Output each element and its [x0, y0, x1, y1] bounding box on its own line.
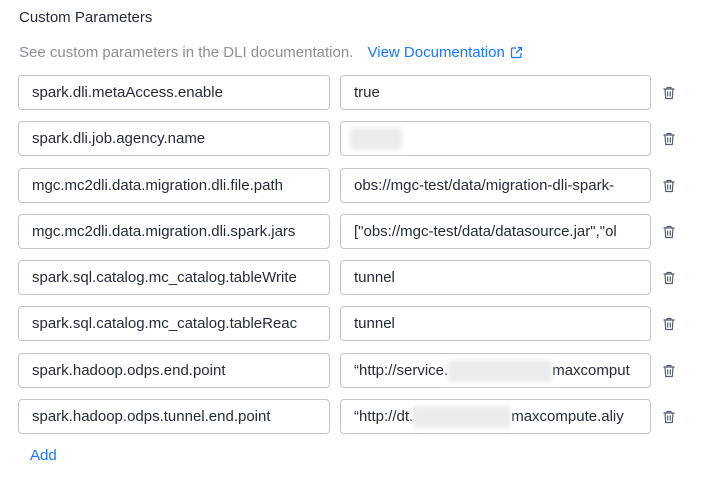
- section-title: Custom Parameters: [19, 9, 153, 26]
- parameter-value-input[interactable]: ["obs://mgc-test/data/datasource.jar","o…: [340, 213, 651, 249]
- trash-icon[interactable]: [661, 409, 677, 425]
- parameter-key-input[interactable]: mgc.mc2dli.data.migration.dli.spark.jars: [18, 213, 330, 249]
- parameter-key-input[interactable]: spark.sql.catalog.mc_catalog.tableReac: [18, 306, 330, 342]
- value-prefix: “http://dt.: [354, 408, 414, 426]
- trash-icon[interactable]: [661, 316, 677, 332]
- parameter-key-input[interactable]: mgc.mc2dli.data.migration.dli.file.path: [18, 167, 330, 203]
- external-link-icon: [510, 46, 523, 63]
- parameter-key-input[interactable]: spark.sql.catalog.mc_catalog.tableWrite: [18, 260, 330, 296]
- parameter-key-input[interactable]: spark.dli.metaAccess.enable: [18, 75, 330, 110]
- parameter-value-input[interactable]: tunnel: [340, 260, 651, 296]
- trash-icon[interactable]: [661, 363, 677, 379]
- trash-icon[interactable]: [661, 270, 677, 286]
- view-documentation-label: View Documentation: [367, 44, 505, 61]
- trash-icon[interactable]: [661, 131, 677, 147]
- parameter-value-input[interactable]: obs://mgc-test/data/migration-dli-spark-: [340, 167, 651, 203]
- redacted-value: [350, 128, 402, 151]
- parameter-key-input[interactable]: spark.hadoop.odps.tunnel.end.point: [18, 399, 330, 435]
- parameter-key-input[interactable]: spark.dli.job.agency.name: [18, 121, 330, 157]
- parameter-value-input[interactable]: [340, 121, 651, 157]
- value-suffix: maxcompute.aliy: [511, 408, 624, 426]
- value-suffix: maxcomput: [552, 361, 630, 379]
- trash-icon[interactable]: [661, 178, 677, 194]
- value-prefix: “http://service.: [354, 361, 449, 379]
- parameter-key-input[interactable]: spark.hadoop.odps.end.point: [18, 352, 330, 388]
- parameter-value-input[interactable]: true: [340, 75, 651, 110]
- view-documentation-link[interactable]: View Documentation: [368, 44, 523, 61]
- add-parameter-button[interactable]: Add: [30, 447, 57, 464]
- hint-text: See custom parameters in the DLI documen…: [19, 44, 354, 61]
- redacted-value: [448, 359, 553, 382]
- trash-icon[interactable]: [661, 85, 677, 101]
- redacted-value: [413, 406, 512, 429]
- parameter-value-input[interactable]: tunnel: [340, 306, 651, 342]
- section-hint: See custom parameters in the DLI documen…: [19, 44, 523, 63]
- trash-icon[interactable]: [661, 224, 677, 240]
- parameter-value-input[interactable]: “http://dt. maxcompute.aliy: [340, 399, 651, 435]
- parameter-value-input[interactable]: “http://service. maxcomput: [340, 352, 651, 388]
